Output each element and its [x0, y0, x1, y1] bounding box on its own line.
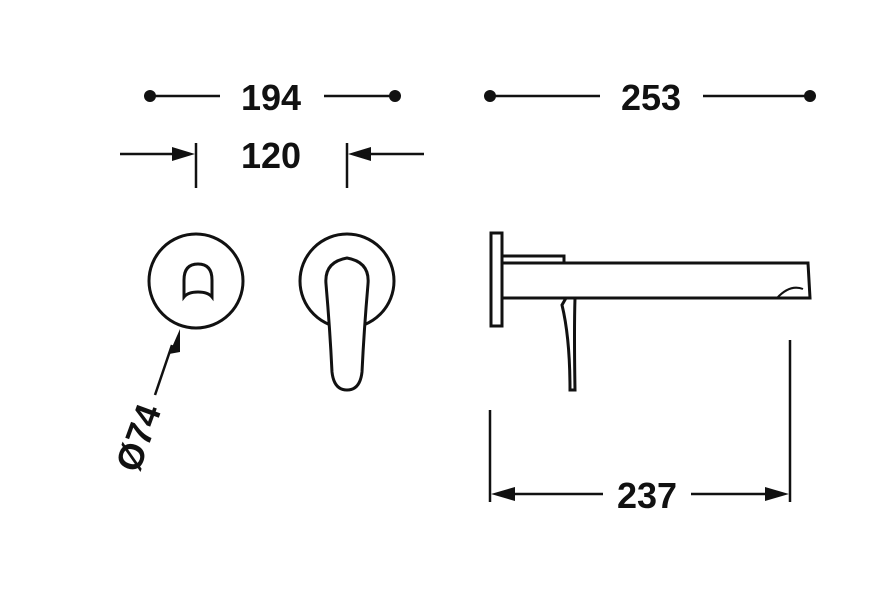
dim-120-label: 120	[241, 135, 301, 176]
dimension-120: 120	[120, 135, 424, 188]
dimension-237: 237	[488, 340, 792, 516]
spout-outlet	[182, 262, 214, 302]
dimension-253: 253	[484, 77, 816, 118]
dim-120-right-arrow	[348, 147, 371, 161]
side-view	[489, 231, 812, 392]
dimension-194: 194	[144, 77, 401, 118]
side-spout-body	[500, 261, 812, 300]
spout-rosette-front-view	[147, 232, 245, 330]
side-lever	[560, 296, 577, 392]
mixer-lever	[324, 256, 370, 392]
dim-237-right-arrow	[765, 487, 789, 501]
dim-237-label: 237	[617, 475, 677, 516]
side-spout-outlet	[776, 286, 804, 299]
dim-194-label: 194	[241, 77, 301, 118]
dim-194-right-dot	[389, 90, 401, 102]
dim-237-left-arrow	[491, 487, 515, 501]
dim-253-label: 253	[621, 77, 681, 118]
mixer-front-view	[298, 232, 396, 392]
dim-120-left-arrow	[172, 147, 195, 161]
dim-diameter-leader	[153, 344, 174, 396]
dim-253-right-dot	[804, 90, 816, 102]
dim-diameter-arrow	[169, 329, 180, 354]
dimension-diameter: Ø74	[107, 329, 180, 477]
side-wall-plate	[489, 231, 504, 328]
dim-diameter-label: Ø74	[107, 399, 169, 477]
